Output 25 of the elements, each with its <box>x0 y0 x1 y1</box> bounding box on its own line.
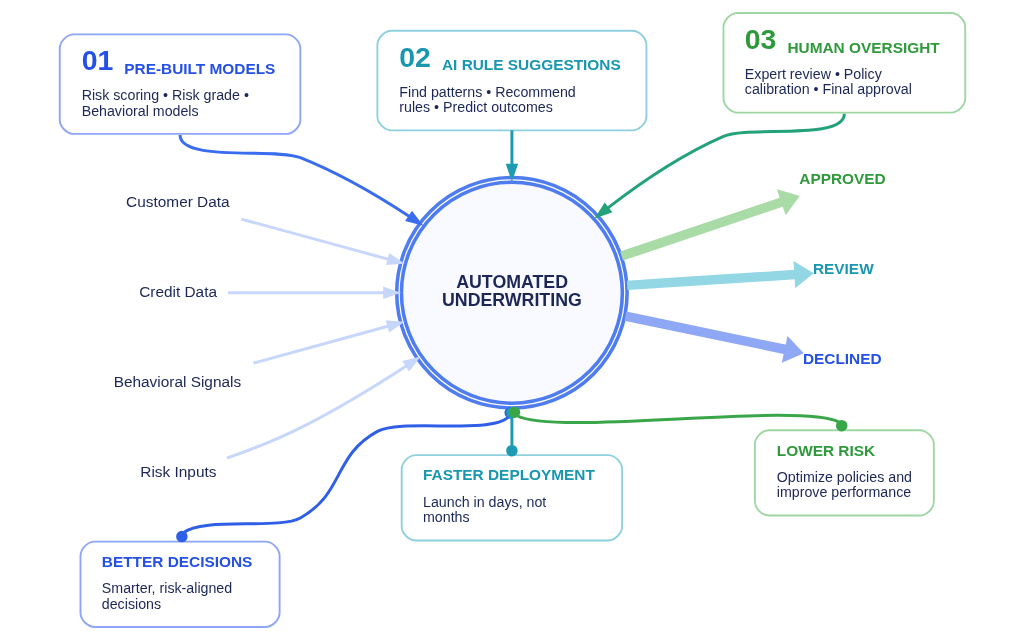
node-text: Risk Inputs <box>139 462 216 480</box>
node-text: APPROVED <box>798 170 886 188</box>
node-box: 01 PRE-BUILT MODELS Risk scoring • Risk grade • Behavioral models <box>58 33 301 135</box>
node-text: Customer Data <box>125 192 230 210</box>
node-box: BETTER DECISIONS Smarter, risk-aligned decisions <box>79 540 281 628</box>
arrow <box>623 311 804 363</box>
node-box: LOWER RISK Optimize policies and improve performance <box>753 429 935 517</box>
arrow <box>619 189 800 261</box>
node-box: 03 HUMAN OVERSIGHT Expert review • Policy calibration • Final approval <box>722 12 966 114</box>
node-box: 02 AI RULE SUGGESTIONS Find patterns • Recommend rules • Predict outcomes <box>375 29 647 132</box>
arrow <box>227 286 401 299</box>
node-text: DECLINED <box>802 350 882 368</box>
arrow <box>225 356 421 460</box>
arrow <box>240 217 405 266</box>
arrow <box>626 260 814 291</box>
arrow <box>252 320 405 365</box>
node-text: Credit Data <box>138 282 217 300</box>
connector <box>508 406 847 432</box>
arrow <box>178 134 423 226</box>
arrow <box>505 130 518 182</box>
node-text: Behavioral Signals <box>113 372 241 390</box>
node-box: FASTER DEPLOYMENT Launch in days, not months <box>400 454 623 542</box>
node-text: REVIEW <box>812 260 874 278</box>
arrow <box>594 113 846 219</box>
node-circle: AUTOMATED UNDERWRITING <box>394 175 629 410</box>
